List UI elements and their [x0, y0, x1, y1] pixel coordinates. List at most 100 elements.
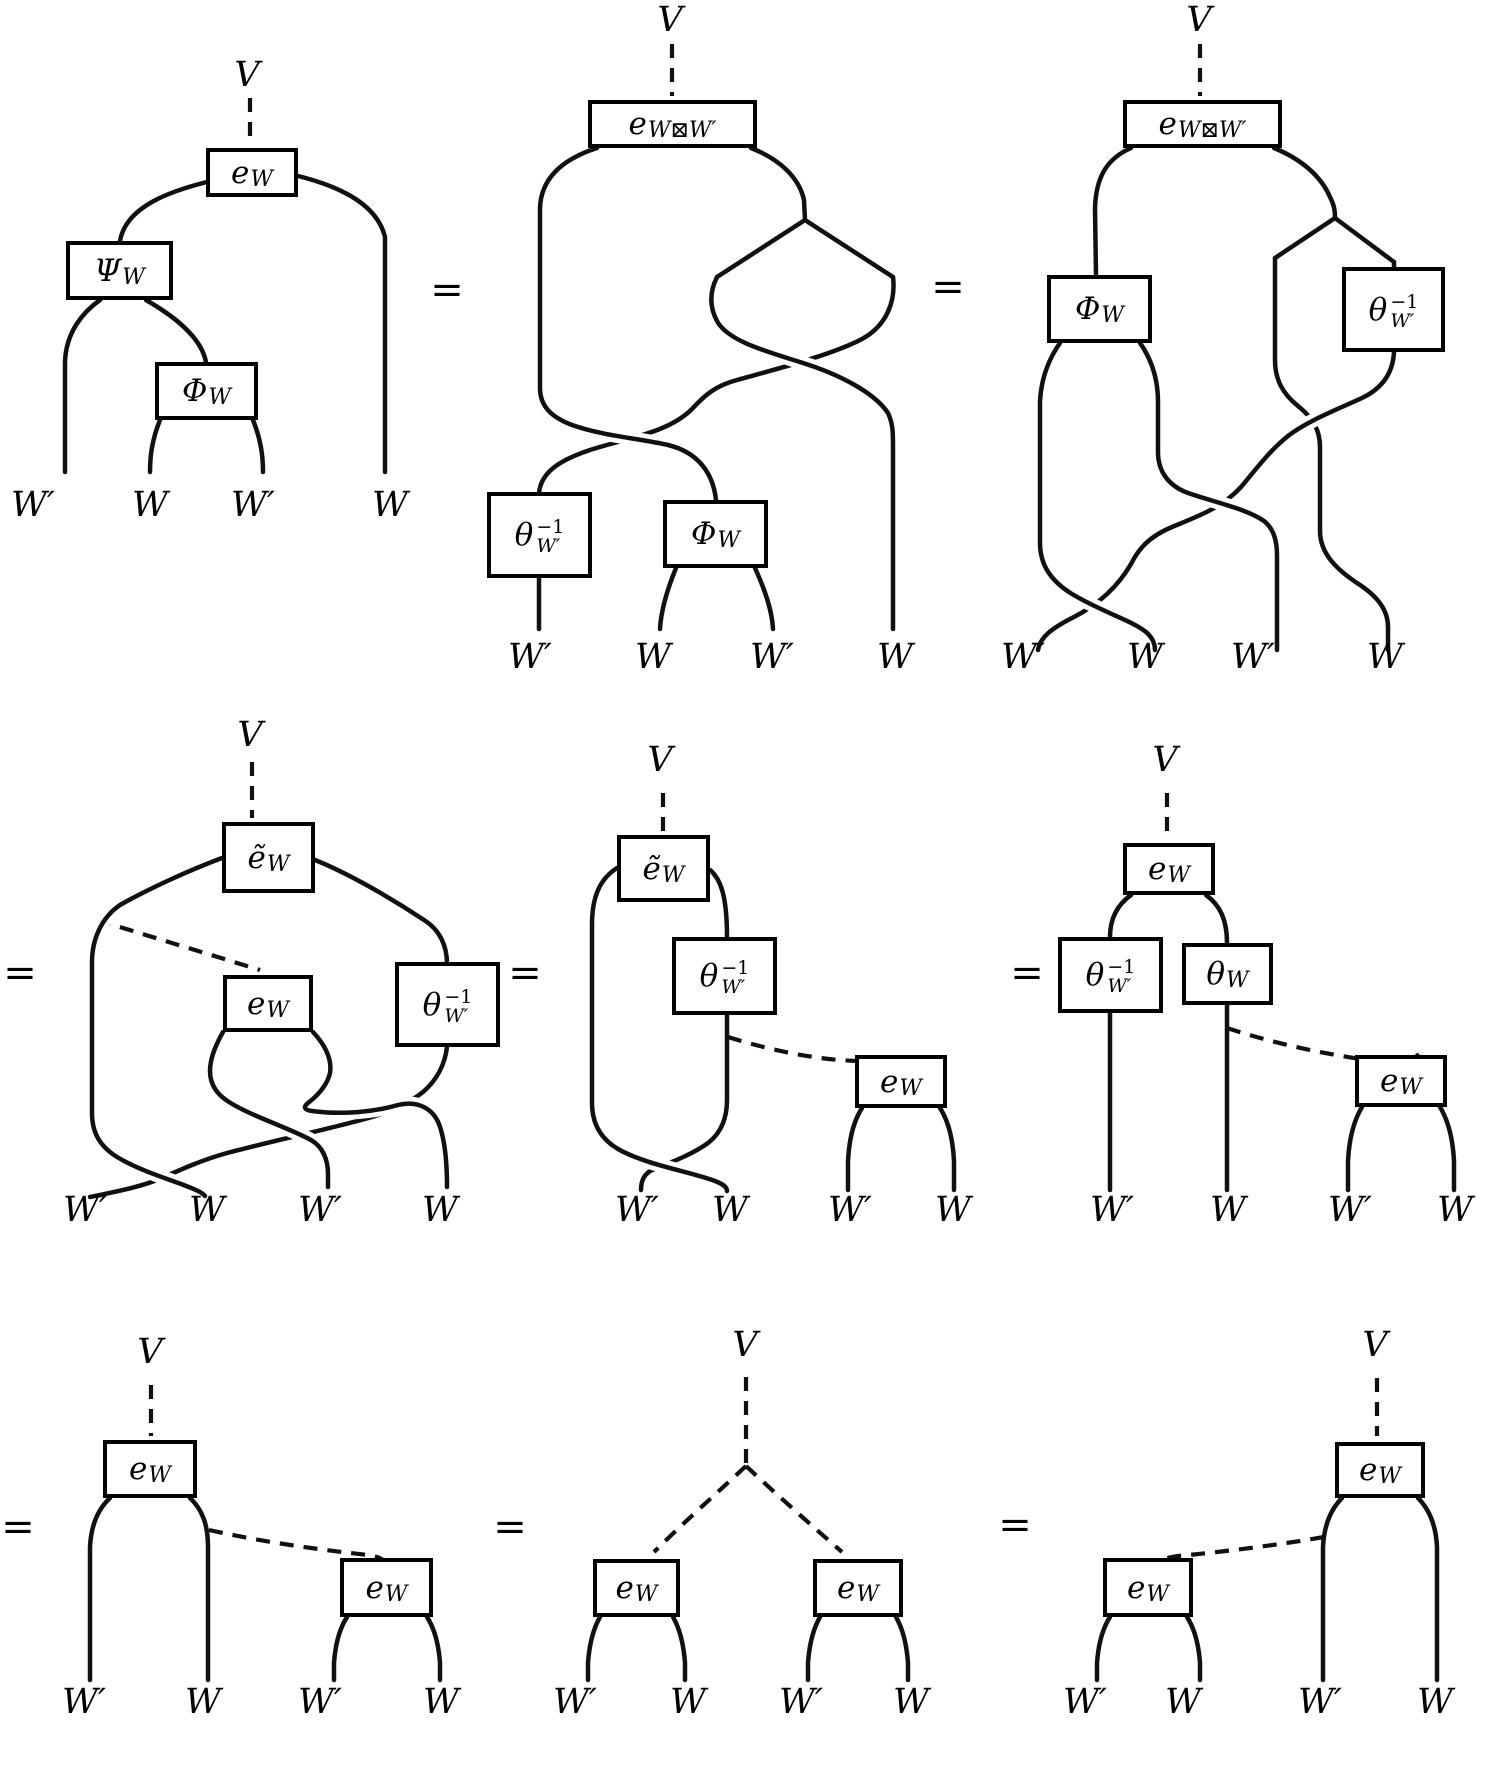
label-W-prime: W′ — [508, 637, 552, 677]
label-V: V — [234, 55, 260, 95]
label-W-prime: W′ — [62, 1682, 106, 1722]
label-W-prime: W′ — [1231, 637, 1275, 677]
label-W-prime: W′ — [779, 1682, 823, 1722]
strand — [937, 1105, 957, 1193]
dashed-branch-right — [744, 1464, 844, 1554]
label-V: V — [1186, 0, 1212, 40]
label-W-prime: W′ — [553, 1682, 597, 1722]
label-V: V — [237, 715, 263, 755]
strand — [893, 1614, 911, 1683]
label-W: W — [1210, 1190, 1246, 1230]
dashed-connector — [1160, 1534, 1325, 1562]
label-W-prime: W′ — [298, 1682, 342, 1722]
strand-over — [1137, 340, 1280, 653]
label-W: W — [1417, 1682, 1453, 1722]
strand — [1094, 1614, 1113, 1683]
strand — [845, 1105, 865, 1193]
label-W: W — [1367, 637, 1403, 677]
strand — [1092, 145, 1134, 278]
strand-under — [536, 274, 896, 496]
strand — [1415, 1495, 1440, 1683]
label-W: W — [893, 1682, 929, 1722]
equals-sign: = — [1010, 950, 1044, 996]
dashed-branch-left — [652, 1464, 748, 1554]
strand-over — [1037, 340, 1158, 653]
label-V: V — [732, 1325, 758, 1365]
label-W-prime: W′ — [828, 1190, 872, 1230]
equals-sign: = — [493, 1504, 527, 1550]
label-W: W — [670, 1682, 706, 1722]
label-W: W — [189, 1190, 225, 1230]
strand — [302, 1029, 450, 1190]
strand-over — [709, 274, 896, 632]
strand-over — [537, 145, 719, 503]
diagram-1-strands — [62, 98, 388, 475]
label-W-prime: W′ — [1298, 1682, 1342, 1722]
dashed-connector — [208, 1527, 385, 1562]
label-V: V — [647, 740, 673, 780]
label-W-prime: W′ — [1328, 1190, 1372, 1230]
strand — [805, 1614, 823, 1683]
strand-over — [207, 1029, 331, 1190]
strand — [117, 179, 210, 244]
label-W-prime: W′ — [615, 1190, 659, 1230]
label-W: W — [1437, 1190, 1473, 1230]
label-V: V — [1152, 740, 1178, 780]
equals-sign: = — [931, 264, 965, 310]
label-W: W — [372, 485, 408, 525]
strand — [147, 417, 163, 475]
label-W-prime: W′ — [11, 485, 55, 525]
label-W: W — [132, 485, 168, 525]
equals-sign: = — [998, 1502, 1032, 1548]
strand-fork — [714, 217, 896, 280]
strand — [1345, 1104, 1365, 1193]
equals-sign: = — [1, 1504, 35, 1550]
strand — [1203, 892, 1230, 946]
diagram-8-strands — [585, 1377, 911, 1683]
strand-under — [1272, 255, 1391, 653]
strand — [87, 1495, 113, 1683]
strand — [62, 297, 103, 475]
strand — [143, 297, 209, 365]
label-W-prime: W′ — [63, 1190, 107, 1230]
strand-fork-stem — [1271, 145, 1338, 221]
diagram-7-strands — [87, 1385, 443, 1683]
strand — [585, 1614, 603, 1683]
label-W-prime: W′ — [298, 1190, 342, 1230]
strand — [1320, 1495, 1345, 1683]
equals-sign: = — [508, 950, 542, 996]
strand — [424, 1614, 443, 1683]
strand-over — [589, 865, 730, 1194]
diagram-3-strands — [1031, 44, 1401, 653]
label-W: W — [185, 1682, 221, 1722]
strand — [1107, 892, 1134, 940]
label-W-prime: W′ — [1063, 1682, 1107, 1722]
strand — [657, 565, 679, 632]
label-W: W — [877, 637, 913, 677]
label-W: W — [935, 1190, 971, 1230]
strand-under — [638, 1012, 730, 1193]
label-W: W — [423, 1682, 459, 1722]
strand-over — [89, 855, 225, 1199]
label-V: V — [1362, 1325, 1388, 1365]
